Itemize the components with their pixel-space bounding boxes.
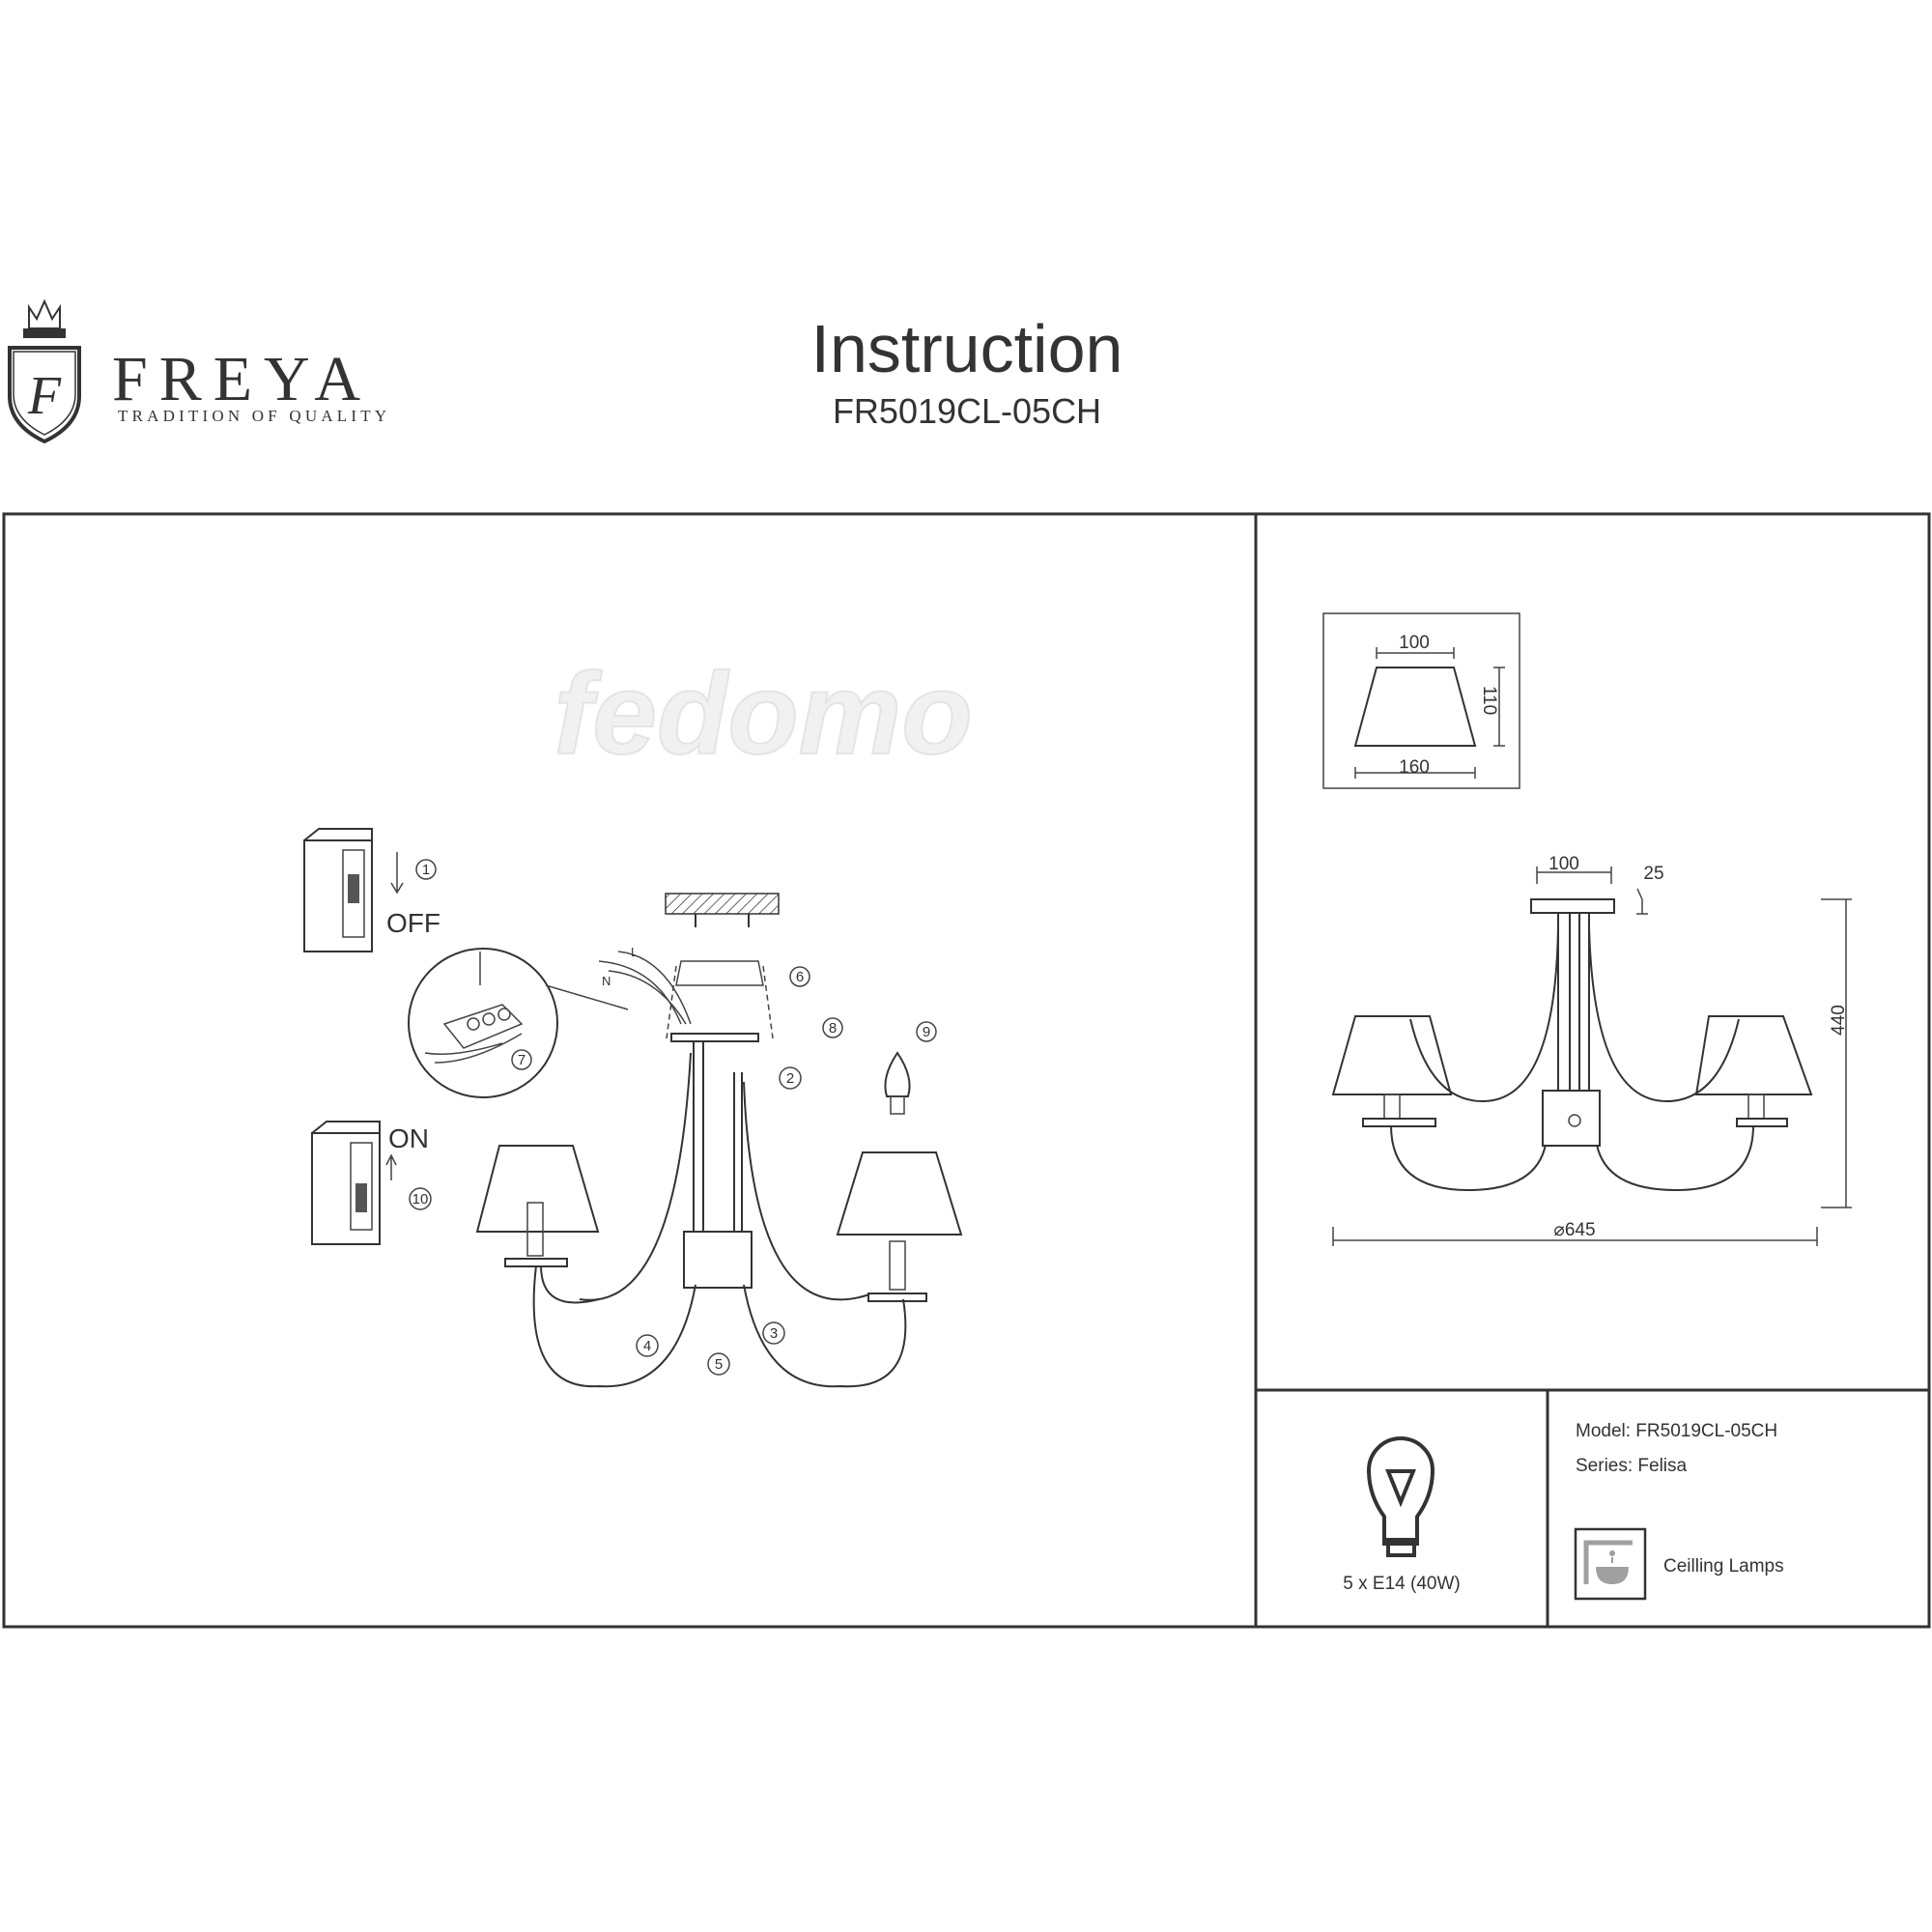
fixture-dimensions: 100 25 440 ⌀645 — [1331, 854, 1852, 1246]
freya-logo: F FREYA TRADITION OF QUALITY — [8, 298, 390, 444]
switch-on-label: ON — [388, 1123, 429, 1153]
step-8: 8 — [829, 1020, 837, 1037]
step-2: 2 — [786, 1070, 794, 1087]
canopy-height-dimension: 25 — [1643, 864, 1663, 884]
canopy-dimension: 100 — [1548, 854, 1579, 874]
monogram: F — [27, 366, 62, 426]
watermark: fedomo — [554, 649, 972, 779]
step-5: 5 — [715, 1356, 723, 1373]
wire-label-l: L — [631, 945, 638, 959]
switch-on-icon — [311, 1121, 381, 1245]
shade-top-dimension: 100 — [1399, 633, 1430, 653]
wiring-detail-inset — [408, 948, 558, 1098]
page-title: Instruction — [811, 311, 1123, 386]
frame — [2, 512, 1931, 1629]
shade-bottom-dimension: 160 — [1399, 757, 1430, 778]
wire-label-n: N — [602, 974, 611, 988]
info-category: Ceilling Lamps — [1663, 1556, 1784, 1577]
info-series: Series: Felisa — [1576, 1456, 1688, 1476]
brand-name: FREYA — [112, 344, 372, 414]
info-model: Model: FR5019CL-05CH — [1576, 1421, 1777, 1441]
step-3: 3 — [770, 1325, 778, 1342]
step-7: 7 — [518, 1052, 526, 1068]
switch-off-label: OFF — [386, 908, 440, 938]
ceiling-lamp-icon — [1574, 1527, 1647, 1601]
diameter-dimension: ⌀645 — [1553, 1220, 1595, 1240]
step-6: 6 — [796, 969, 804, 985]
shade-height-dimension: 110 — [1479, 686, 1499, 715]
step-4: 4 — [643, 1338, 651, 1354]
candle-bulb-icon — [884, 1051, 911, 1115]
switch-off-icon — [303, 828, 373, 952]
bulb-icon — [1366, 1436, 1435, 1557]
model-code: FR5019CL-05CH — [833, 391, 1101, 431]
bulb-spec: 5 x E14 (40W) — [1343, 1574, 1460, 1594]
brand-tagline: TRADITION OF QUALITY — [118, 407, 390, 425]
height-dimension: 440 — [1829, 1005, 1849, 1036]
assembly-diagram: 1 OFF ON 10 7 L N 6 8 9 2 — [303, 828, 963, 1388]
crown-shield-icon: F — [8, 298, 81, 444]
step-9: 9 — [923, 1024, 930, 1040]
step-1: 1 — [422, 862, 430, 878]
step-10: 10 — [412, 1191, 429, 1208]
shade-dimensions: 100 160 110 — [1322, 612, 1520, 789]
